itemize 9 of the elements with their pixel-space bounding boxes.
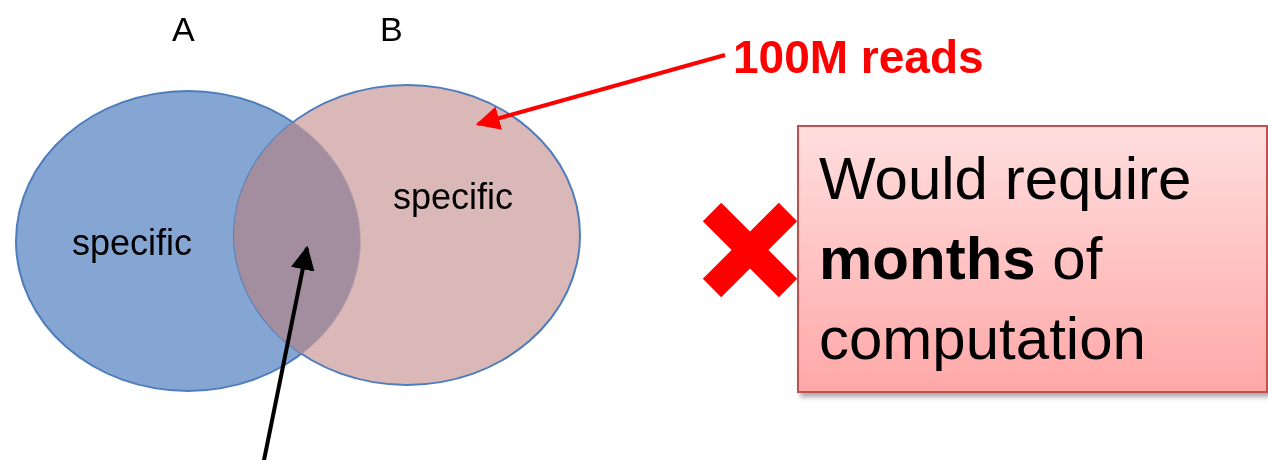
callout-box	[797, 125, 1268, 393]
annotation-text: 100M reads	[733, 30, 984, 84]
region-label: specific	[393, 176, 514, 218]
set-label: A	[172, 10, 195, 49]
region-label: specific	[72, 222, 193, 264]
set-label: B	[380, 10, 403, 49]
callout-text: Would require months of computation	[819, 144, 1193, 374]
pointer-arrow	[260, 245, 315, 460]
arrow	[475, 53, 726, 130]
